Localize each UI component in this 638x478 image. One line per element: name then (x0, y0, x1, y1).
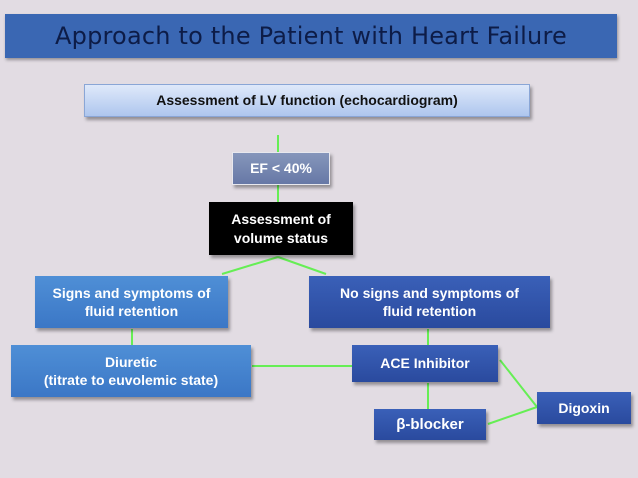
node-assessment-lv-function: Assessment of LV function (echocardiogra… (84, 84, 530, 117)
node-signs-line2: fluid retention (84, 303, 179, 319)
node-volume-status-line2: volume status (233, 229, 329, 246)
node-beta-blocker-label: β-blocker (396, 415, 464, 433)
node-digoxin-label: Digoxin (558, 399, 610, 416)
node-diuretic-line2: (titrate to euvolemic state) (43, 372, 219, 388)
title-bar: Approach to the Patient with Heart Failu… (5, 14, 617, 58)
node-ef-label: EF < 40% (250, 160, 312, 177)
node-digoxin: Digoxin (537, 392, 631, 424)
connector-volume-signs (221, 256, 279, 275)
node-volume-status: Assessment of volume status (209, 202, 353, 255)
connector-ace-digoxin (499, 359, 538, 408)
node-nosigns-line2: fluid retention (382, 303, 477, 319)
node-nosigns-line1: No signs and symptoms of (340, 284, 519, 301)
node-diuretic: Diuretic (titrate to euvolemic state) (11, 345, 251, 397)
connector-beta-digoxin (487, 406, 538, 425)
node-assessment-lv-function-label: Assessment of LV function (echocardiogra… (156, 92, 458, 109)
node-beta-blocker: β-blocker (374, 409, 486, 440)
node-signs-fluid-retention: Signs and symptoms of fluid retention (35, 276, 228, 328)
slide-title: Approach to the Patient with Heart Failu… (55, 22, 567, 50)
node-signs-line1: Signs and symptoms of (52, 284, 211, 301)
node-ef: EF < 40% (232, 152, 330, 185)
connector-volume-nosigns (277, 256, 327, 275)
node-ace-inhibitor: ACE Inhibitor (352, 345, 498, 382)
node-ace-inhibitor-label: ACE Inhibitor (380, 355, 470, 372)
node-volume-status-line1: Assessment of (231, 211, 331, 228)
node-no-signs-fluid-retention: No signs and symptoms of fluid retention (309, 276, 550, 328)
node-diuretic-line1: Diuretic (104, 353, 158, 370)
